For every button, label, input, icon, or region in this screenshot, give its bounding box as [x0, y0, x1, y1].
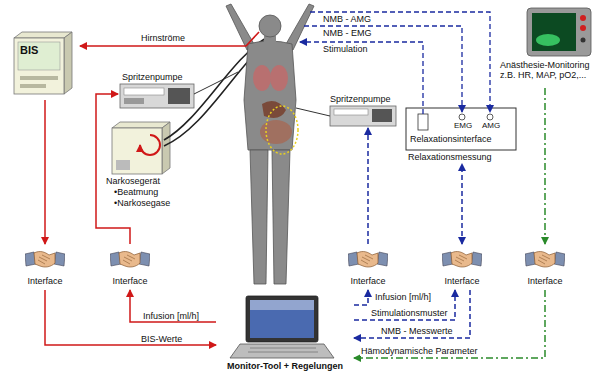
node-label: AMG [480, 121, 502, 130]
edge-label: Stimulationsmuster [370, 308, 449, 318]
interface-node: Interface [15, 244, 75, 290]
patient-monitor-icon [527, 8, 591, 56]
anesthesia-machine-icon [112, 122, 170, 174]
connector-arrow [45, 290, 216, 345]
relaxation-interface-icon [406, 108, 516, 150]
node-label: Spritzenpumpe [330, 94, 400, 104]
handshake-icon [442, 252, 482, 267]
connector-arrow [354, 290, 470, 338]
node-label: Interface [15, 276, 75, 286]
edge-label: Infusion [ml/h] [142, 311, 200, 321]
interface-node: Interface [432, 244, 492, 290]
connector-arrow [96, 94, 130, 244]
connector-arrow [354, 290, 368, 305]
node-label: Interface [338, 276, 398, 286]
syringe-pump: Spritzenpumpe [326, 92, 400, 128]
handshake-icon [110, 252, 150, 267]
node-label: Interface [432, 276, 492, 286]
bis-monitor: BIS [10, 30, 76, 100]
laptop-icon [230, 296, 334, 358]
interface-node: Interface [100, 244, 160, 290]
interface-node: Interface [338, 244, 398, 290]
connector-arrow [130, 290, 216, 322]
signal-label: Stimulation [322, 44, 369, 54]
bis-monitor-icon [14, 32, 72, 94]
signal-label: NMB - EMG [322, 28, 373, 38]
connector-arrow [354, 290, 455, 320]
node-label: EMG [452, 121, 474, 130]
node-label: Relaxationsmessung [408, 152, 516, 162]
signal-label: NMB - AMG [322, 14, 372, 24]
syringe-pump-icon [120, 84, 194, 108]
infusion-line [194, 72, 238, 94]
syringe-pump: Spritzenpumpe [118, 70, 196, 112]
node-label: BIS [20, 44, 64, 56]
edge-label: Hämodynamische Parameter [360, 346, 479, 356]
anesthesia-monitoring: Anästhesie-Monitoring z.B. HR, MAP, pO2,… [500, 6, 603, 88]
edge-label: Infusion [ml/h] [374, 292, 432, 302]
handshake-icon [525, 252, 565, 267]
node-label: Relaxationsinterface [410, 134, 516, 144]
connector-arrow [461, 164, 463, 244]
infusion-line [296, 108, 330, 116]
interface-node: Interface [515, 244, 575, 290]
stimulation-line [300, 42, 423, 114]
node-label: Interface [100, 276, 160, 286]
node-label: Interface [515, 276, 575, 286]
connector-arrow [544, 88, 546, 244]
connector-arrow [44, 100, 46, 244]
node-label: Spritzenpumpe [122, 72, 196, 82]
syringe-pump-icon [330, 106, 396, 126]
connector-arrow [354, 290, 545, 358]
edge-label: BIS-Werte [140, 334, 183, 344]
node-label: Monitor-Tool + Regelungen [216, 361, 354, 371]
node-label: •Beatmung [114, 187, 194, 197]
nmb-amg-line [310, 12, 490, 112]
anesthesia-machine: Narkosegerät•Beatmung•Narkosegase [104, 120, 196, 220]
nmb-emg-line [304, 26, 462, 112]
handshake-icon [25, 252, 65, 267]
connector-arrow [367, 128, 369, 244]
monitor-tool-laptop: Monitor-Tool + Regelungen [216, 292, 354, 374]
edge-label: NMB - Messwerte [380, 326, 454, 336]
handshake-icon [348, 252, 388, 267]
node-label: •Narkosegase [114, 198, 194, 208]
eeg-line [80, 32, 259, 46]
node-label: Narkosegerät [106, 176, 194, 186]
node-label: Anästhesie-Monitoring z.B. HR, MAP, pO2,… [500, 60, 602, 80]
relaxation-interface: EMG AMG RelaxationsinterfaceRelaxationsmes… [404, 106, 520, 164]
signal-label: Hirnströme [140, 33, 186, 43]
